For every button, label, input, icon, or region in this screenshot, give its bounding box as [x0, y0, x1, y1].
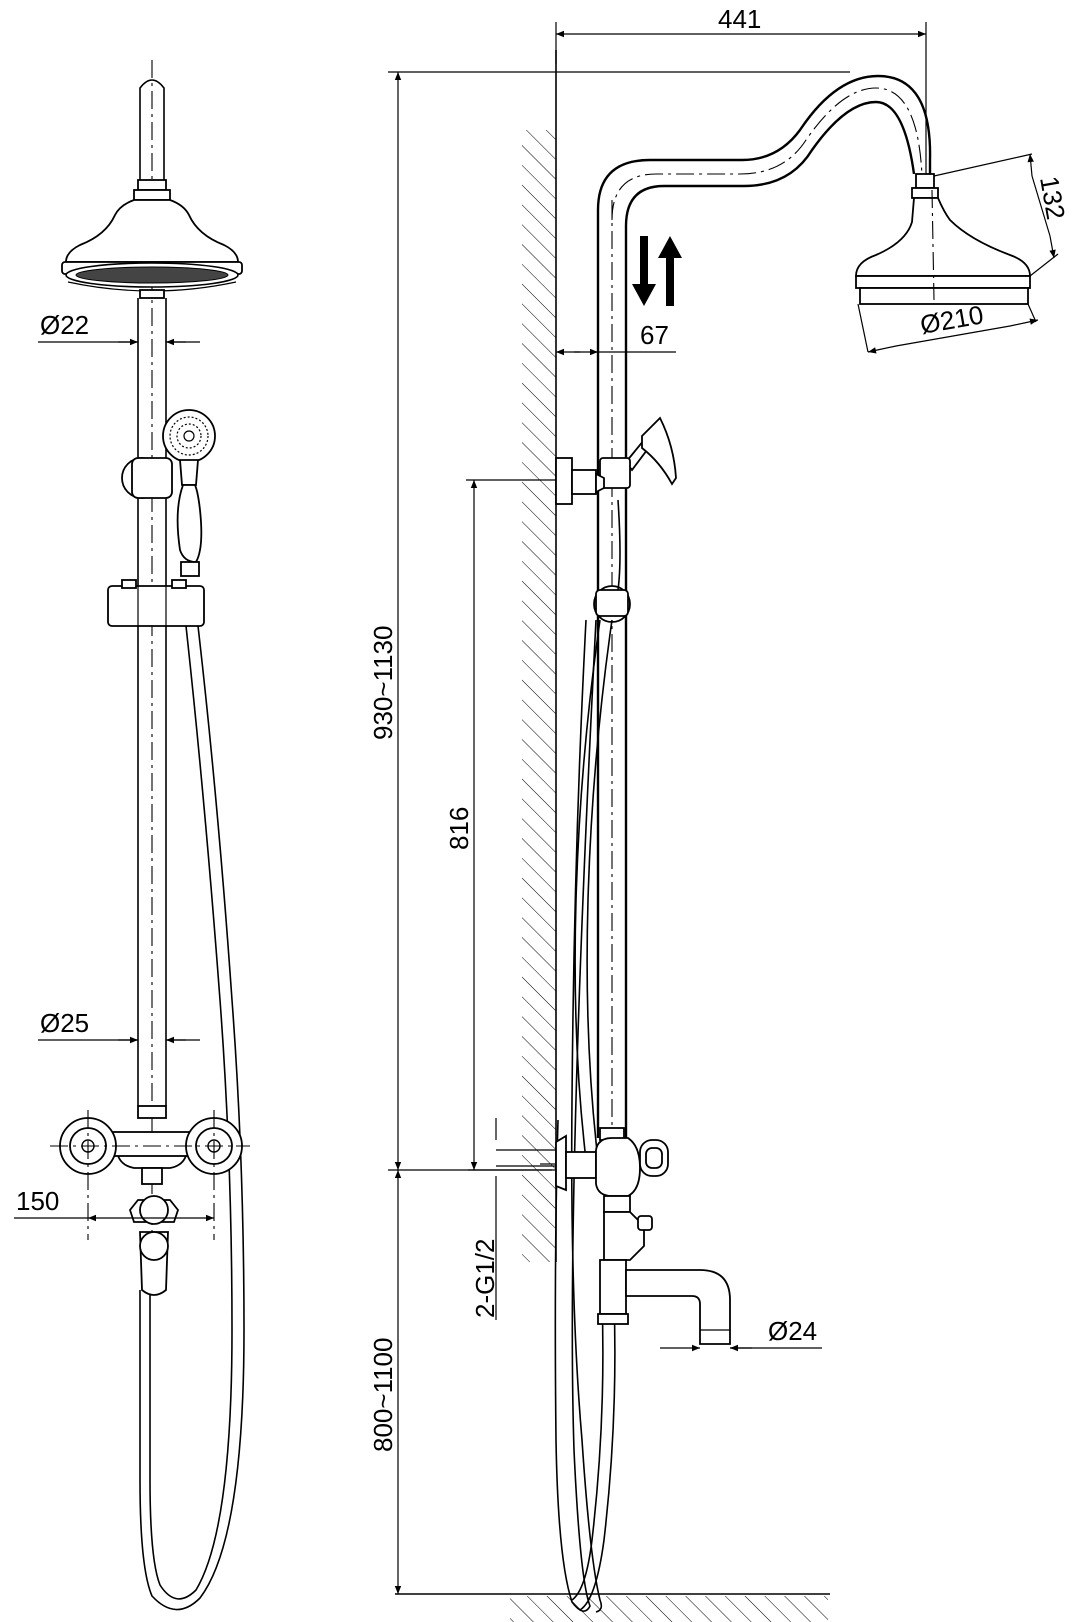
front-view: Ø22 [14, 60, 250, 1611]
overhang-label: 441 [718, 4, 761, 34]
pipe-diameter-label: Ø25 [40, 1008, 89, 1038]
front-hand-shower [121, 409, 216, 577]
front-slide-holder [107, 579, 205, 627]
dim-pipe-diameter: Ø25 [38, 1008, 200, 1044]
spout-diameter-label: Ø24 [768, 1316, 817, 1346]
front-shower-head [61, 199, 243, 299]
front-mixer [50, 1105, 250, 1296]
wall-offset-label: 67 [640, 320, 669, 350]
inlet-spacing-label: 150 [16, 1186, 59, 1216]
dim-head-diameter: Ø210 [857, 299, 1039, 354]
dim-slide-range: 816 [444, 479, 562, 1171]
dim-mounting-height: 800~1100 [368, 1169, 560, 1594]
dim-spout-diameter: Ø24 [660, 1316, 822, 1352]
rod-diameter-label: Ø22 [40, 310, 89, 340]
floor [395, 1593, 830, 1622]
wall [522, 50, 557, 1262]
side-spout [625, 1269, 731, 1345]
side-hose [554, 499, 621, 1613]
side-wall-bracket [555, 457, 605, 505]
front-top-rod [133, 79, 171, 201]
dim-wall-offset: 67 [556, 320, 676, 356]
side-riser-pipe [596, 74, 932, 1138]
head-diameter-label: Ø210 [918, 299, 986, 340]
side-hand-shower [599, 416, 677, 489]
dim-inlet-thread: 2-G1/2 [470, 1118, 560, 1320]
dim-overhang: 441 [555, 4, 927, 180]
inlet-thread-label: 2-G1/2 [470, 1239, 500, 1319]
side-mixer [540, 1127, 669, 1325]
side-shower-head [855, 173, 1031, 305]
dim-inlet-spacing: 150 [14, 1186, 214, 1222]
dim-rod-diameter: Ø22 [38, 310, 200, 346]
mounting-height-label: 800~1100 [368, 1338, 398, 1452]
slide-range-label: 816 [444, 807, 474, 850]
dim-head-height: 132 [933, 153, 1071, 277]
dim-total-height: 930~1130 [368, 71, 850, 1170]
side-slide-holder [593, 585, 631, 623]
head-height-label: 132 [1034, 174, 1071, 222]
total-height-label: 930~1130 [368, 626, 398, 740]
front-hose [139, 625, 245, 1611]
flow-direction-arrows [632, 236, 682, 306]
side-view: 441 930~1130 800~1100 816 [368, 4, 1071, 1622]
